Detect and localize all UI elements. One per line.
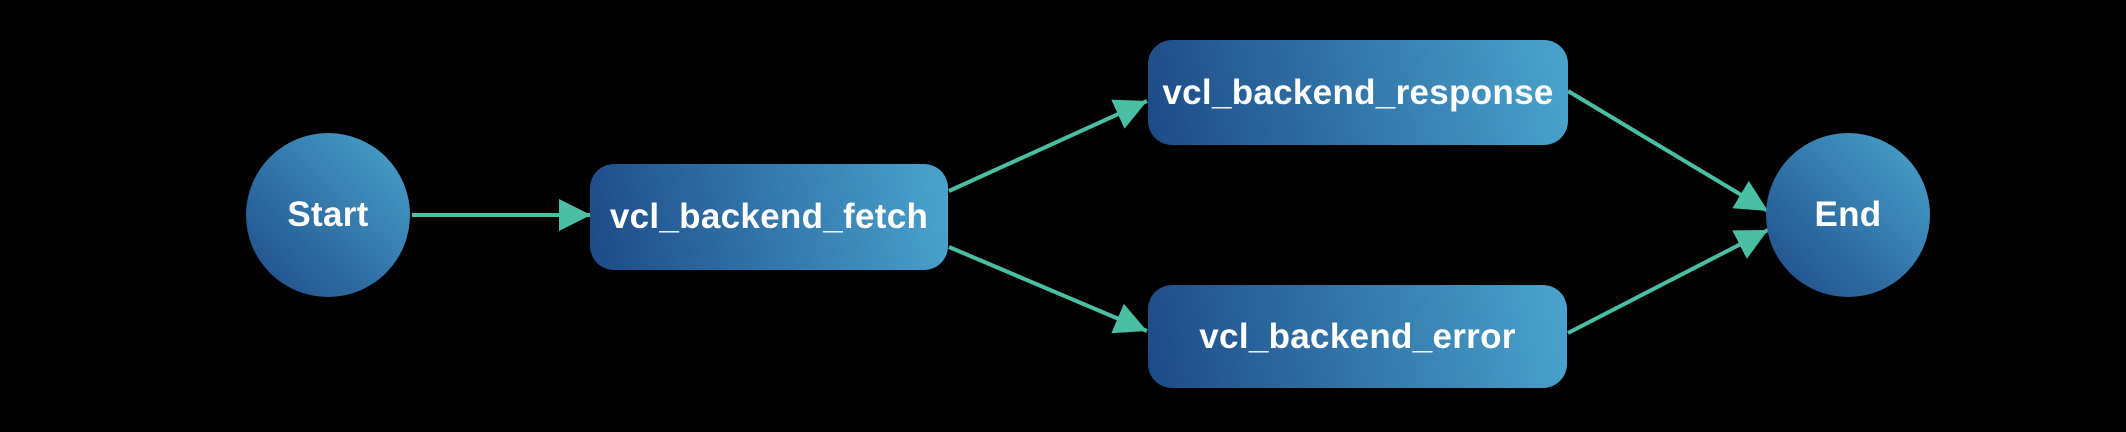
node-start: Start: [246, 133, 410, 297]
node-vcl-backend-fetch: vcl_backend_fetch: [590, 164, 948, 270]
edge-response-to-end: [1566, 89, 1770, 213]
node-vcl-backend-error-label: vcl_backend_error: [1199, 316, 1516, 356]
edge-error-to-end: [1567, 228, 1769, 335]
edge-fetch-to-error: [948, 245, 1148, 334]
node-end-label: End: [1814, 195, 1882, 234]
node-vcl-backend-fetch-label: vcl_backend_fetch: [609, 197, 929, 236]
node-end: End: [1766, 133, 1930, 297]
edge-fetch-to-response: [948, 99, 1148, 193]
node-vcl-backend-response-label: vcl_backend_response: [1162, 72, 1554, 112]
node-vcl-backend-error: vcl_backend_error: [1148, 285, 1567, 388]
node-start-label: Start: [287, 195, 369, 234]
node-vcl-backend-response: vcl_backend_response: [1148, 40, 1568, 145]
